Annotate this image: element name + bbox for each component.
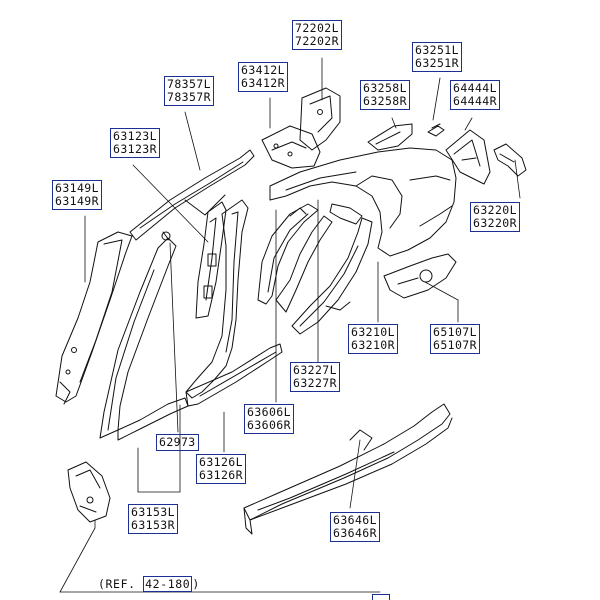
part-code: 63258L: [363, 81, 407, 95]
callout-63220: 63220L 63220R: [470, 202, 520, 232]
part-code: 63210R: [351, 338, 395, 352]
callout-64444: 64444L 64444R: [450, 80, 500, 110]
callout-72202: 72202L 72202R: [292, 20, 342, 50]
callout-63153: 63153L 63153R: [128, 504, 178, 534]
callout-63126: 63126L 63126R: [196, 454, 246, 484]
part-code: 63220L: [473, 203, 517, 217]
part-code: 63646R: [333, 526, 377, 540]
part-code: 63149L: [55, 181, 99, 195]
part-code: 63606R: [247, 418, 291, 432]
reference-number: 42-180: [143, 576, 193, 592]
front-body-side-part: [99, 231, 189, 441]
part-code: 63123L: [113, 129, 157, 143]
roof-rail-part: [129, 149, 255, 241]
part-code: 63123R: [113, 142, 157, 156]
part-code: 72202L: [295, 21, 339, 35]
callout-65107: 65107L 65107R: [430, 324, 480, 354]
part-code: 64444L: [453, 81, 497, 95]
part-code: 63153R: [131, 518, 175, 532]
rear-wheelhouse-part: [257, 203, 333, 313]
page-corner-mark: [372, 594, 390, 600]
part-code: 63126R: [199, 468, 243, 482]
part-code: 63227R: [293, 376, 337, 390]
callout-62973: 62973: [156, 434, 199, 451]
callout-63258: 63258L 63258R: [360, 80, 410, 110]
part-code: 63251R: [415, 56, 459, 70]
part-code: 63220R: [473, 216, 517, 230]
part-code: 78357L: [167, 77, 211, 91]
part-code: 64444R: [453, 94, 497, 108]
side-sill-part: [243, 403, 453, 535]
lower-bracket-part: [67, 461, 111, 523]
callout-63251: 63251L 63251R: [412, 42, 462, 72]
part-code: 63210L: [351, 325, 395, 339]
callout-63210: 63210L 63210R: [348, 324, 398, 354]
part-code: 65107L: [433, 325, 477, 339]
part-code: 63646L: [333, 513, 377, 527]
rear-inner-panel-part: [291, 203, 373, 335]
callout-63412: 63412L 63412R: [238, 62, 288, 92]
callout-63149: 63149L 63149R: [52, 180, 102, 210]
leader-lines: [59, 57, 521, 593]
reference-note: (REF. 42-180): [98, 576, 200, 592]
rear-bracket-part: [383, 253, 457, 299]
part-code: 63258R: [363, 94, 407, 108]
callout-63646: 63646L 63646R: [330, 512, 380, 542]
callout-63123: 63123L 63123R: [110, 128, 160, 158]
extension-part: [493, 143, 527, 177]
front-pillar-part: [55, 231, 133, 405]
center-pillar-inner-part: [185, 199, 283, 407]
callout-63606: 63606L 63606R: [244, 404, 294, 434]
reference-prefix: (REF.: [98, 577, 136, 591]
small-bracket-part: [367, 123, 445, 151]
part-code: 65107R: [433, 338, 477, 352]
part-code: 78357R: [167, 90, 211, 104]
part-code: 63126L: [199, 455, 243, 469]
reference-suffix: ): [192, 577, 200, 591]
quarter-panel-part: [269, 147, 457, 257]
part-code: 63412L: [241, 63, 285, 77]
gusset-part: [445, 129, 491, 185]
part-code: 63606L: [247, 405, 291, 419]
part-code: 63251L: [415, 43, 459, 57]
center-pillar-part: [195, 201, 227, 319]
part-code: 63153L: [131, 505, 175, 519]
part-code: 63227L: [293, 363, 337, 377]
callout-63227: 63227L 63227R: [290, 362, 340, 392]
upper-bracket-part: [261, 87, 341, 169]
part-code: 62973: [159, 435, 196, 449]
part-code: 63149R: [55, 194, 99, 208]
part-code: 72202R: [295, 34, 339, 48]
callout-78357: 78357L 78357R: [164, 76, 214, 106]
part-code: 63412R: [241, 76, 285, 90]
